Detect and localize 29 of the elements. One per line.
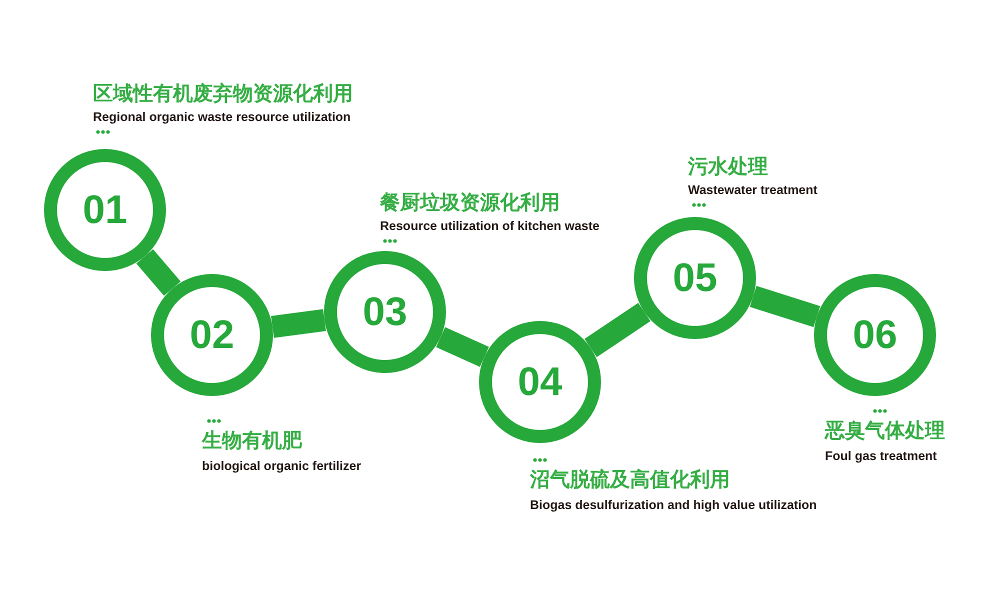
step-circle: [151, 274, 273, 396]
step-circle: [44, 149, 166, 271]
step-subtitle: Resource utilization of kitchen waste: [380, 218, 600, 234]
step-title: 生物有机肥: [202, 429, 302, 453]
connector-band: [750, 286, 820, 328]
step-circle: [634, 217, 756, 339]
step-number: 01: [82, 190, 128, 230]
step-circle: [324, 251, 446, 373]
step-number: 03: [362, 292, 408, 332]
connector-band: [271, 309, 326, 338]
connector-band: [584, 302, 650, 358]
step-title: 恶臭气体处理: [825, 419, 945, 443]
step-subtitle: Wastewater treatment: [688, 182, 818, 198]
step-number: 02: [190, 315, 234, 355]
step-circle: [814, 274, 936, 396]
step-number: 04: [518, 362, 562, 402]
step-title: 污水处理: [688, 155, 768, 179]
step-number: 06: [852, 315, 898, 355]
step-circle: [479, 321, 601, 443]
step-subtitle: Biogas desulfurization and high value utilization: [530, 497, 817, 513]
step-title: 餐厨垃圾资源化利用: [380, 191, 560, 215]
step-subtitle: Regional organic waste resource utilization: [93, 109, 351, 125]
connector-band: [436, 327, 489, 367]
step-number: 05: [672, 258, 718, 298]
step-title: 区域性有机废弃物资源化利用: [93, 82, 353, 106]
connector-band: [136, 249, 181, 296]
step-subtitle: biological organic fertilizer: [202, 458, 362, 474]
step-title: 沼气脱硫及高值化利用: [530, 468, 730, 492]
step-subtitle: Foul gas treatment: [825, 448, 937, 464]
